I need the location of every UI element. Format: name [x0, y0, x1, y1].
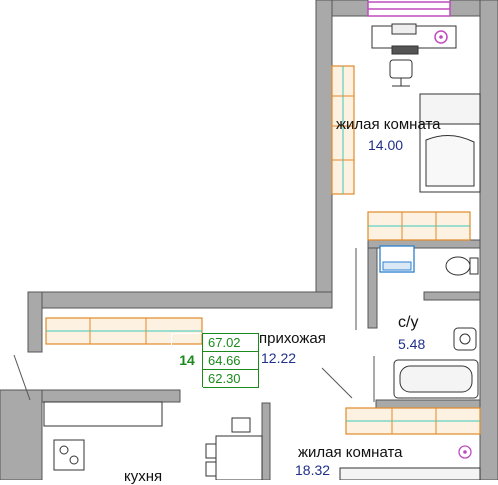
wall-bath-bottom — [375, 399, 481, 409]
room-name-living1: жилая комната — [336, 116, 441, 133]
area-reduced: 64.66 — [202, 351, 259, 370]
wall-kitchen-divider — [261, 402, 271, 480]
room-name-bath: с/у — [398, 314, 419, 331]
wall-top-right — [331, 0, 369, 17]
kitchen-chair — [231, 417, 251, 433]
door-swings — [13, 248, 375, 402]
wall-lower-left — [39, 389, 181, 403]
room-area-bath: 5.48 — [398, 336, 426, 352]
room-name-kitchen: кухня — [124, 468, 163, 485]
office-chair — [389, 59, 413, 79]
wall-left-edge — [0, 389, 43, 480]
total-area: 67.02 — [202, 333, 259, 352]
wall-right — [479, 0, 498, 480]
wall-left-horizontal — [27, 291, 333, 309]
toilet — [445, 256, 471, 276]
room-area-living2: 18.32 — [295, 462, 331, 478]
wall-left-upper — [315, 0, 333, 301]
room-name-living2: жилая комната — [298, 444, 403, 461]
wall-bath-top — [423, 291, 481, 301]
windows — [367, 1, 451, 17]
room-area-living1: 14.00 — [368, 137, 404, 153]
desk-lamp — [391, 23, 417, 35]
rooms-count: 14 — [171, 333, 203, 388]
kitchen-table — [215, 435, 263, 480]
furniture — [43, 23, 481, 480]
cabinets — [45, 65, 481, 435]
wall-top-right-2 — [449, 0, 481, 17]
apartment-area-table: 14 67.02 64.66 62.30 — [171, 333, 259, 388]
room-name-hall: прихожая — [259, 330, 326, 347]
keyboard — [391, 45, 419, 55]
kitchen-stove — [53, 439, 85, 471]
living-area: 62.30 — [202, 369, 259, 388]
wall-left-vertical — [27, 291, 43, 353]
kitchen-counter — [43, 401, 163, 427]
wall-hall-divider — [367, 247, 378, 329]
room-area-hall: 12.22 — [261, 350, 297, 366]
